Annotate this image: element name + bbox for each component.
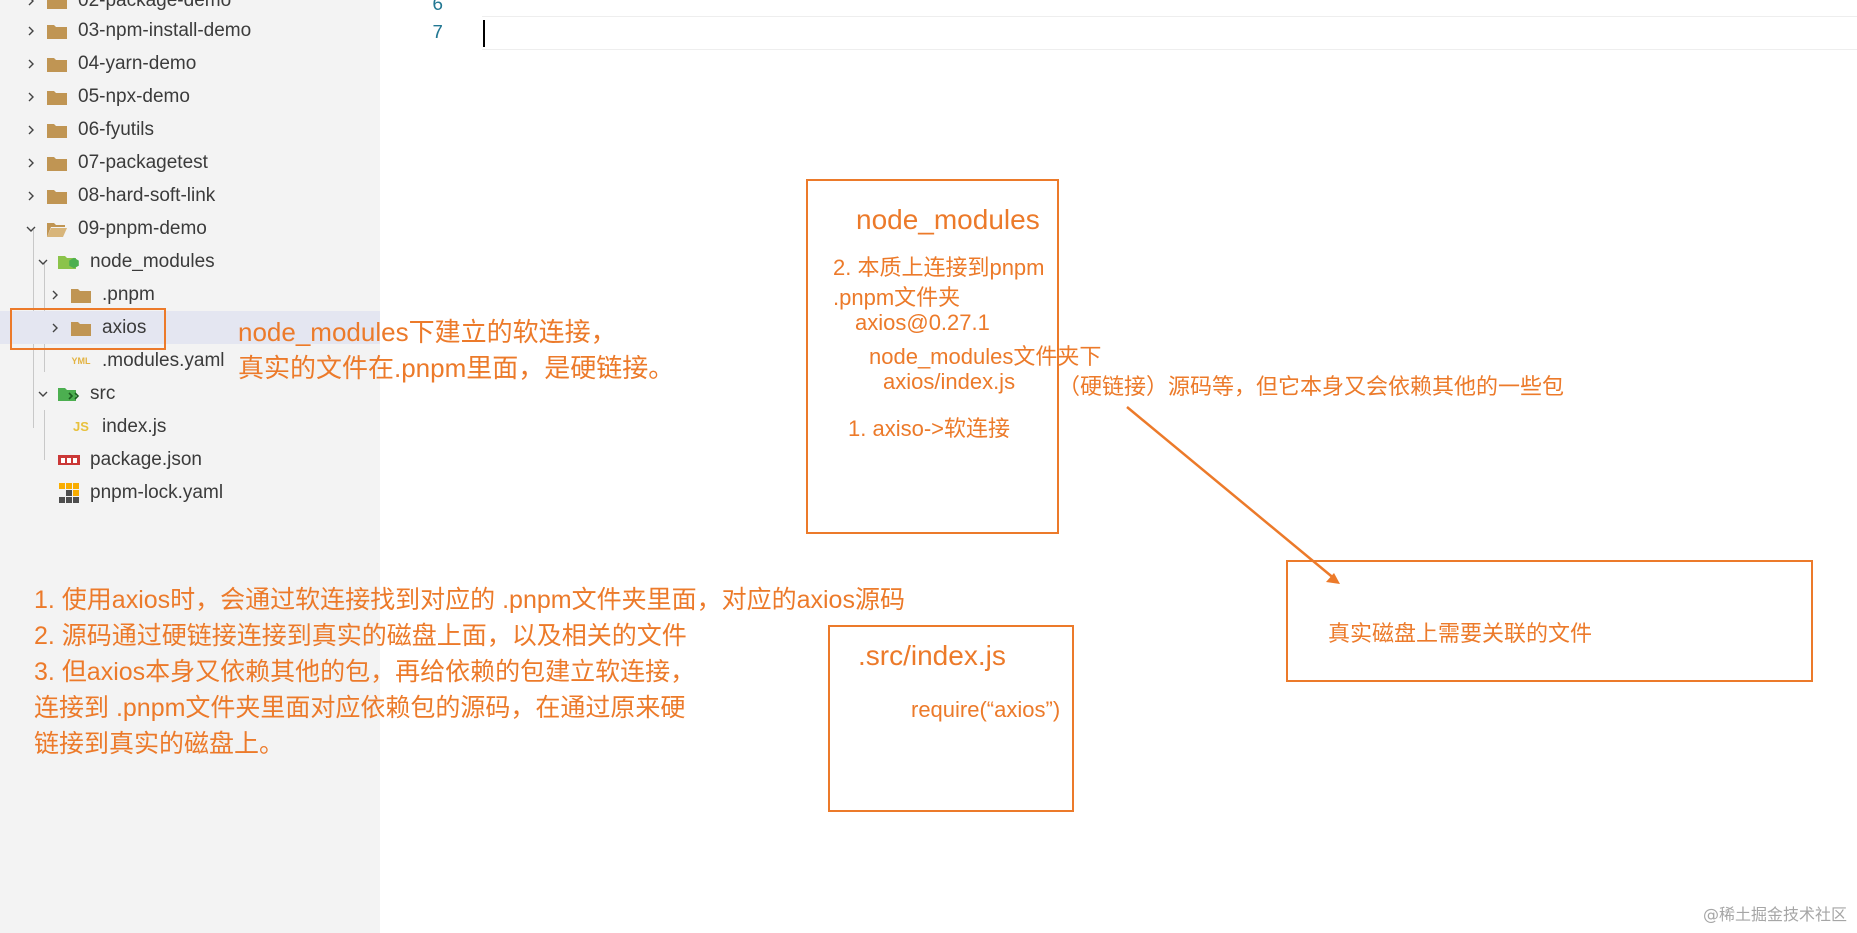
node-modules-box-line: node_modules文件夹下 (869, 344, 1102, 369)
folder-icon (46, 121, 68, 139)
step-line: 2. 源码通过硬链接连接到真实的磁盘上面，以及相关的文件 (34, 622, 687, 650)
tree-item-pnpm[interactable]: .pnpm (0, 278, 426, 311)
explorer-sidebar: 02-package-demo 03-npm-install-demo 04-y… (0, 0, 426, 933)
tree-item-label: .pnpm (102, 283, 155, 305)
softlink-note: node_modules下建立的软连接， 真实的文件在.pnpm里面，是硬链接。 (238, 314, 674, 386)
chevron-right-icon (22, 154, 40, 172)
tree-item-03-npm-install-demo[interactable]: 03-npm-install-demo (0, 14, 402, 47)
step-line: 3. 但axios本身又依赖其他的包，再给依赖的包建立软连接， (34, 658, 696, 686)
folder-icon (46, 55, 68, 73)
step-line: 1. 使用axios时，会通过软连接找到对应的 .pnpm文件夹里面，对应的ax… (34, 586, 905, 614)
disk-box-text: 真实磁盘上需要关联的文件 (1328, 621, 1593, 646)
tree-item-02-package-demo[interactable]: 02-package-demo (0, 0, 402, 17)
step-line: 链接到真实的磁盘上。 (34, 730, 285, 758)
tree-item-package-json[interactable]: package.json (0, 443, 432, 476)
step-line: 连接到 .pnpm文件夹里面对应依赖包的源码，在通过原来硬 (34, 694, 686, 722)
highlight-box-axios (10, 308, 166, 350)
folder-open-icon (46, 220, 68, 238)
tree-item-label: package.json (90, 448, 202, 470)
code-editor[interactable] (380, 0, 1857, 933)
watermark: @稀土掘金技术社区 (1702, 905, 1847, 924)
node-modules-box (806, 179, 1059, 534)
node-modules-box-line: 1. axiso->软连接 (848, 416, 1010, 441)
chevron-right-icon (46, 286, 64, 304)
chevron-down-icon (34, 385, 52, 403)
pnpm-file-icon (58, 482, 80, 503)
yaml-file-icon: YML (71, 355, 91, 366)
indent-guide (44, 410, 45, 460)
steps-note: 1. 使用axios时，会通过软连接找到对应的 .pnpm文件夹里面，对应的ax… (34, 582, 905, 762)
src-index-box (828, 625, 1074, 812)
tree-item-label: 08-hard-soft-link (78, 184, 216, 206)
arrow-head (1326, 573, 1340, 584)
hardlink-note: （硬链接）源码等，但它本身又会依赖其他的一些包 (1058, 374, 1565, 399)
tree-item-label: 09-pnpm-demo (78, 217, 207, 239)
chevron-down-icon (22, 220, 40, 238)
tree-item-label: src (90, 382, 116, 404)
folder-icon (46, 154, 68, 172)
folder-icon (46, 88, 68, 106)
tree-item-07-packagetest[interactable]: 07-packagetest (0, 146, 402, 179)
node-modules-box-line: 2. 本质上连接到pnpm (833, 255, 1045, 280)
tree-item-label: 02-package-demo (78, 0, 232, 11)
node-modules-box-line: .pnpm文件夹 (833, 285, 961, 310)
chevron-down-icon (34, 253, 52, 271)
node-modules-box-line: axios@0.27.1 (855, 310, 990, 335)
folder-icon (46, 0, 68, 10)
folder-icon (70, 319, 92, 337)
node-modules-box-line: axios/index.js (883, 369, 1016, 394)
tree-item-node-modules[interactable]: node_modules (0, 245, 414, 278)
node-modules-folder-icon (58, 253, 80, 271)
chevron-right-icon (22, 55, 40, 73)
folder-icon (46, 22, 68, 40)
line-number: 7 (432, 22, 444, 44)
chevron-right-icon (22, 187, 40, 205)
chevron-right-icon (22, 22, 40, 40)
folder-icon (70, 286, 92, 304)
tree-item-04-yarn-demo[interactable]: 04-yarn-demo (0, 47, 402, 80)
tree-item-label: axios (102, 316, 147, 338)
tree-item-08-hard-soft-link[interactable]: 08-hard-soft-link (0, 179, 402, 212)
tree-item-label: .modules.yaml (102, 349, 225, 371)
disk-box (1286, 560, 1813, 682)
js-file-icon: JS (73, 419, 89, 434)
tree-item-label: 07-packagetest (78, 151, 208, 173)
tree-item-label: 06-fyutils (78, 118, 155, 140)
tree-item-label: node_modules (90, 250, 215, 272)
tree-item-modules-yaml[interactable]: YML .modules.yaml (0, 344, 444, 377)
tree-item-label: index.js (102, 415, 167, 437)
tree-item-label: pnpm-lock.yaml (90, 481, 224, 503)
npm-file-icon (58, 451, 80, 469)
tree-item-06-fyutils[interactable]: 06-fyutils (0, 113, 402, 146)
current-line-highlight (482, 16, 1857, 50)
softlink-note-line: 真实的文件在.pnpm里面，是硬链接。 (238, 353, 675, 383)
text-cursor (483, 20, 485, 47)
tree-item-pnpm-lock-yaml[interactable]: pnpm-lock.yaml (0, 476, 432, 509)
tree-item-index-js[interactable]: JS index.js (0, 410, 444, 443)
line-number: 6 (432, 0, 444, 16)
chevron-right-icon (22, 121, 40, 139)
src-index-box-code: require(“axios”) (911, 697, 1061, 722)
node-modules-box-title: node_modules (856, 204, 1040, 235)
src-index-box-title: .src/index.js (858, 640, 1006, 671)
tree-item-05-npx-demo[interactable]: 05-npx-demo (0, 80, 402, 113)
tree-item-09-pnpm-demo[interactable]: 09-pnpm-demo (0, 212, 402, 245)
folder-icon (46, 187, 68, 205)
softlink-note-line: node_modules下建立的软连接， (238, 317, 617, 347)
src-folder-icon (58, 385, 80, 403)
chevron-right-icon (22, 88, 40, 106)
chevron-right-icon (22, 0, 40, 10)
arrow-line (1126, 406, 1337, 581)
chevron-right-icon (46, 319, 64, 337)
tree-item-label: 03-npm-install-demo (78, 19, 252, 41)
tree-item-src[interactable]: src (0, 377, 414, 410)
tree-item-label: 04-yarn-demo (78, 52, 197, 74)
tree-item-axios[interactable]: axios (0, 311, 426, 344)
tree-item-label: 05-npx-demo (78, 85, 190, 107)
